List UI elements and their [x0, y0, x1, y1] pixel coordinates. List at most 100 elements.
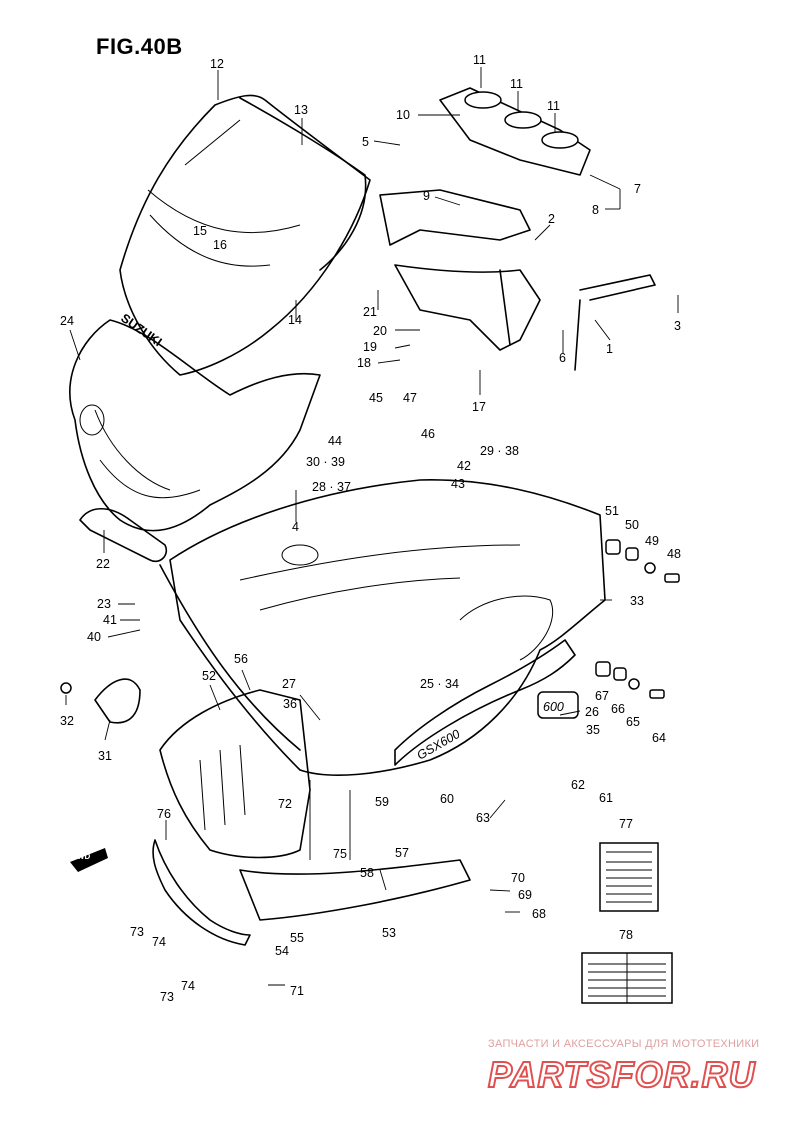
- callout-22: 22: [96, 557, 110, 571]
- callout-35: 35: [586, 723, 600, 737]
- callout-52: 52: [202, 669, 216, 683]
- warning-label-78: [581, 952, 673, 1004]
- callout-43: 43: [451, 477, 465, 491]
- callout-4: 4: [292, 520, 299, 534]
- callout-3: 3: [674, 319, 681, 333]
- cap-31: [94, 678, 141, 724]
- callout-19: 19: [363, 340, 377, 354]
- callout-60: 60: [440, 792, 454, 806]
- callout-61: 61: [599, 791, 613, 805]
- callout-1: 1: [606, 342, 613, 356]
- callout-46: 46: [421, 427, 435, 441]
- callout-55: 55: [290, 931, 304, 945]
- callout-31: 31: [98, 749, 112, 763]
- watermark-logo: PARTSFOR.RU: [487, 1053, 756, 1096]
- callout-50: 50: [625, 518, 639, 532]
- grommets-48-51: [605, 539, 680, 583]
- callout-11b: 11: [510, 77, 523, 91]
- callout-24: 24: [60, 314, 74, 328]
- callout-11c: 11: [547, 99, 560, 113]
- callout-14: 14: [288, 313, 302, 327]
- callout-42: 42: [457, 459, 471, 473]
- callout-77: 77: [619, 817, 633, 831]
- callout-65: 65: [626, 715, 640, 729]
- callout-21: 21: [363, 305, 377, 319]
- fwd-arrow-icon: [70, 848, 108, 872]
- callout-66: 66: [611, 702, 625, 716]
- warning-label-77: [599, 842, 659, 912]
- callout-74a: 74: [152, 935, 166, 949]
- upper-cowling: [69, 319, 321, 532]
- callout-49: 49: [645, 534, 659, 548]
- callout-64: 64: [652, 731, 666, 745]
- callout-41: 41: [103, 613, 117, 627]
- callout-51: 51: [605, 504, 619, 518]
- callout-5: 5: [362, 135, 369, 149]
- callout-62: 62: [571, 778, 585, 792]
- callout-28-37: 28 · 37: [312, 480, 351, 494]
- callout-27: 27: [282, 677, 296, 691]
- callout-17: 17: [472, 400, 486, 414]
- callout-73a: 73: [130, 925, 144, 939]
- callout-9: 9: [423, 189, 430, 203]
- callout-15: 15: [193, 224, 207, 238]
- callout-68: 68: [532, 907, 546, 921]
- callout-69: 69: [518, 888, 532, 902]
- callout-33: 33: [630, 594, 644, 608]
- fwd-label: FWD: [72, 852, 91, 861]
- callout-75: 75: [333, 847, 347, 861]
- callout-18: 18: [357, 356, 371, 370]
- callout-44: 44: [328, 434, 342, 448]
- callout-labels: 1 2 3 4 5 6 7 8 9 10 11 11 11 12 13 14 1…: [60, 53, 681, 1004]
- callout-11a: 11: [473, 53, 486, 67]
- badge-text: 600: [543, 700, 564, 714]
- callout-47: 47: [403, 391, 417, 405]
- callout-10: 10: [396, 108, 410, 122]
- callout-74b: 74: [181, 979, 195, 993]
- callout-57: 57: [395, 846, 409, 860]
- under-cowl: [152, 839, 251, 946]
- callout-63: 63: [476, 811, 490, 825]
- lower-fairing: [169, 479, 606, 776]
- callout-72: 72: [278, 797, 292, 811]
- callout-67: 67: [595, 689, 609, 703]
- callout-30-39: 30 · 39: [306, 455, 345, 469]
- callout-54: 54: [275, 944, 289, 958]
- callout-6: 6: [559, 351, 566, 365]
- callout-13: 13: [294, 103, 308, 117]
- callout-73b: 73: [160, 990, 174, 1004]
- callout-53: 53: [382, 926, 396, 940]
- callout-70: 70: [511, 871, 525, 885]
- callout-76: 76: [157, 807, 171, 821]
- callout-78: 78: [619, 928, 633, 942]
- leader-lines: [65, 67, 679, 986]
- callout-48: 48: [667, 547, 681, 561]
- inner-panel: [159, 689, 471, 921]
- callout-16: 16: [213, 238, 227, 252]
- callout-7: 7: [634, 182, 641, 196]
- bolt-32: [60, 682, 72, 694]
- callout-59: 59: [375, 795, 389, 809]
- callout-36: 36: [283, 697, 297, 711]
- callout-23: 23: [97, 597, 111, 611]
- callout-56: 56: [234, 652, 248, 666]
- callout-71: 71: [290, 984, 304, 998]
- callout-32: 32: [60, 714, 74, 728]
- windscreen: SUZUKI: [118, 94, 371, 376]
- callout-40: 40: [87, 630, 101, 644]
- callout-12: 12: [210, 57, 224, 71]
- grommets-64-67: [595, 661, 665, 699]
- callout-58: 58: [360, 866, 374, 880]
- callout-26: 26: [585, 705, 599, 719]
- callout-2: 2: [548, 212, 555, 226]
- callout-29-38: 29 · 38: [480, 444, 519, 458]
- callout-8: 8: [592, 203, 599, 217]
- callout-45: 45: [369, 391, 383, 405]
- badge-600: 600: [537, 691, 579, 719]
- watermark-tagline: ЗАПЧАСТИ И АКСЕССУАРЫ ДЛЯ МОТОТЕХНИКИ: [488, 1038, 760, 1050]
- callout-25-34: 25 · 34: [420, 677, 459, 691]
- side-fairing: [79, 507, 301, 751]
- figure-title: FIG.40B: [96, 34, 183, 59]
- instrument-bracket: [379, 87, 656, 371]
